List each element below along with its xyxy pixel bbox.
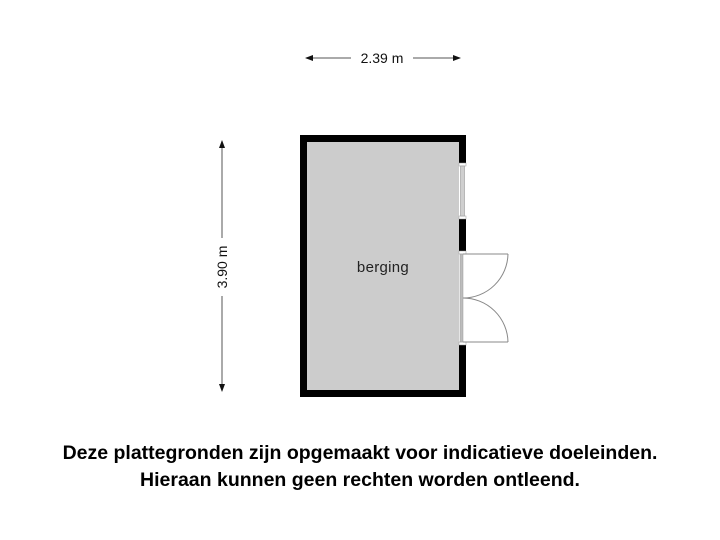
room-label-berging: berging (357, 259, 409, 276)
disclaimer-line-2: Hieraan kunnen geen rechten worden ontle… (140, 469, 580, 491)
height-dimension: 3.90 m (214, 140, 230, 392)
window (458, 162, 467, 220)
double-door (458, 250, 509, 346)
height-dimension-label: 3.90 m (214, 246, 230, 289)
width-dimension: 2.39 m (305, 50, 461, 66)
disclaimer-line-1: Deze plattegronden zijn opgemaakt voor i… (62, 442, 658, 464)
width-dimension-label: 2.39 m (361, 50, 404, 66)
